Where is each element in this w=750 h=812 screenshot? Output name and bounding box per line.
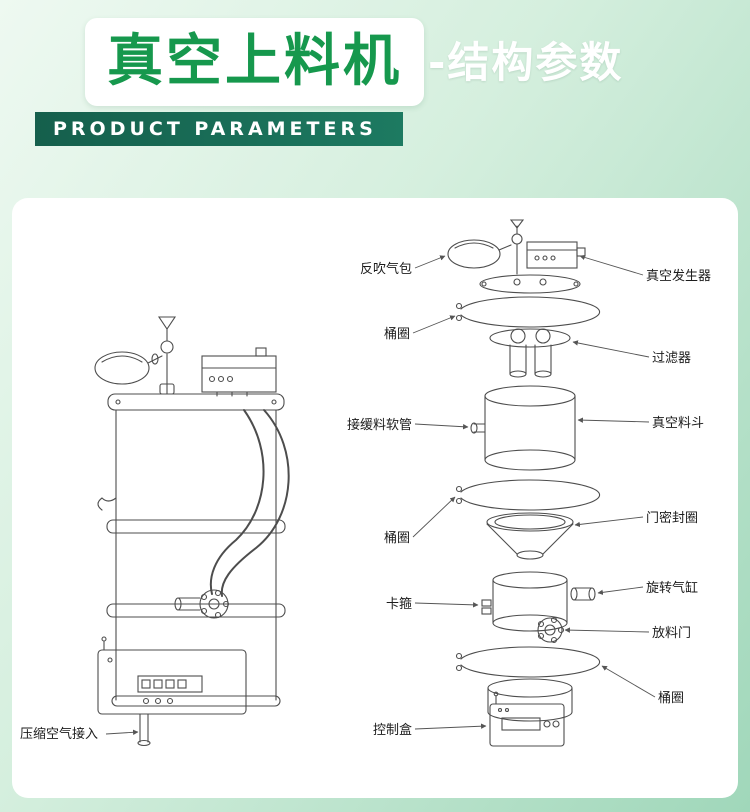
leader-blowback-air-bag (414, 255, 446, 269)
banner-text: PRODUCT PARAMETERS (53, 118, 377, 140)
leader-control-box (414, 723, 487, 730)
title-box: 真空上料机 (85, 18, 424, 106)
label-discharge-door: 放料门 (652, 626, 691, 641)
leader-clamp (414, 602, 479, 608)
control-box (97, 636, 247, 715)
leader-vacuum-generator (579, 254, 644, 276)
label-blowback-air-bag: 反吹气包 (360, 261, 412, 277)
air-inlet-pipe (137, 713, 151, 747)
exp-barrel-ring-3 (455, 646, 601, 678)
leader-barrel-ring-1 (412, 315, 456, 334)
label-hose-connection: 接缓料软管 (347, 417, 412, 433)
banner: PRODUCT PARAMETERS (35, 112, 403, 146)
vacuum-generator-box (201, 347, 277, 397)
label-control-box: 控制盒 (373, 722, 412, 738)
exp-door-seal-ring (486, 512, 574, 560)
inlet-valve (157, 316, 177, 395)
leader-barrel-ring-3 (601, 665, 656, 698)
assembled-machine-drawing (94, 316, 290, 747)
rotary-actuator (174, 589, 230, 619)
exp-vacuum-hopper (470, 385, 576, 471)
tank-lid (107, 393, 285, 411)
leader-discharge-door (564, 627, 650, 633)
air-bag (94, 351, 163, 385)
leader-rotary-cylinder (597, 586, 644, 596)
label-filter: 过滤器 (652, 351, 691, 366)
label-compressed-air-inlet: 压缩空气接入 (20, 726, 98, 742)
exp-vacuum-generator (526, 241, 586, 269)
exp-barrel-ring-1 (455, 296, 601, 328)
label-vacuum-generator: 真空发生器 (646, 268, 711, 284)
leader-lines (105, 254, 656, 736)
leader-door-seal-ring (574, 516, 644, 528)
exp-blowback-air-bag (447, 239, 512, 269)
exp-rotary-cylinder (570, 587, 596, 601)
exp-filter (489, 328, 571, 378)
exp-lid-disc (479, 274, 581, 294)
label-barrel-ring-2: 桶圈 (384, 531, 410, 546)
exp-clamp (481, 599, 492, 615)
exploded-view-drawing (447, 219, 601, 747)
part-labels: 反吹气包 桶圈 接缓料软管 桶圈 卡箍 控制盒 真空发生器 过滤器 真空料斗 门… (20, 261, 711, 742)
label-barrel-ring-3: 桶圈 (658, 691, 684, 706)
label-clamp: 卡箍 (386, 596, 412, 612)
label-barrel-ring-1: 桶圈 (384, 327, 410, 342)
leader-compressed-air-inlet (105, 729, 139, 736)
exp-barrel-ring-2 (455, 479, 601, 511)
page-subtitle: -结构参数 (428, 38, 624, 87)
exp-inlet-valve (509, 219, 525, 275)
exp-bottom-unit (487, 678, 573, 747)
leader-filter (572, 340, 650, 358)
hoses (209, 409, 290, 597)
leader-hose-connection (414, 423, 469, 430)
tank-body (97, 409, 286, 707)
label-door-seal-ring: 门密封圈 (646, 510, 698, 526)
exp-discharge-door (537, 616, 565, 644)
page-title: 真空上料机 (107, 29, 402, 94)
diagram-panel: 反吹气包 桶圈 接缓料软管 桶圈 卡箍 控制盒 真空发生器 过滤器 真空料斗 门… (12, 198, 738, 798)
leader-barrel-ring-2 (412, 496, 456, 538)
label-vacuum-hopper: 真空料斗 (652, 416, 704, 431)
exp-lower-cylinder (492, 571, 568, 632)
machine-structure-diagram: 反吹气包 桶圈 接缓料软管 桶圈 卡箍 控制盒 真空发生器 过滤器 真空料斗 门… (20, 219, 711, 747)
label-rotary-cylinder: 旋转气缸 (646, 580, 698, 596)
leader-vacuum-hopper (577, 417, 650, 423)
